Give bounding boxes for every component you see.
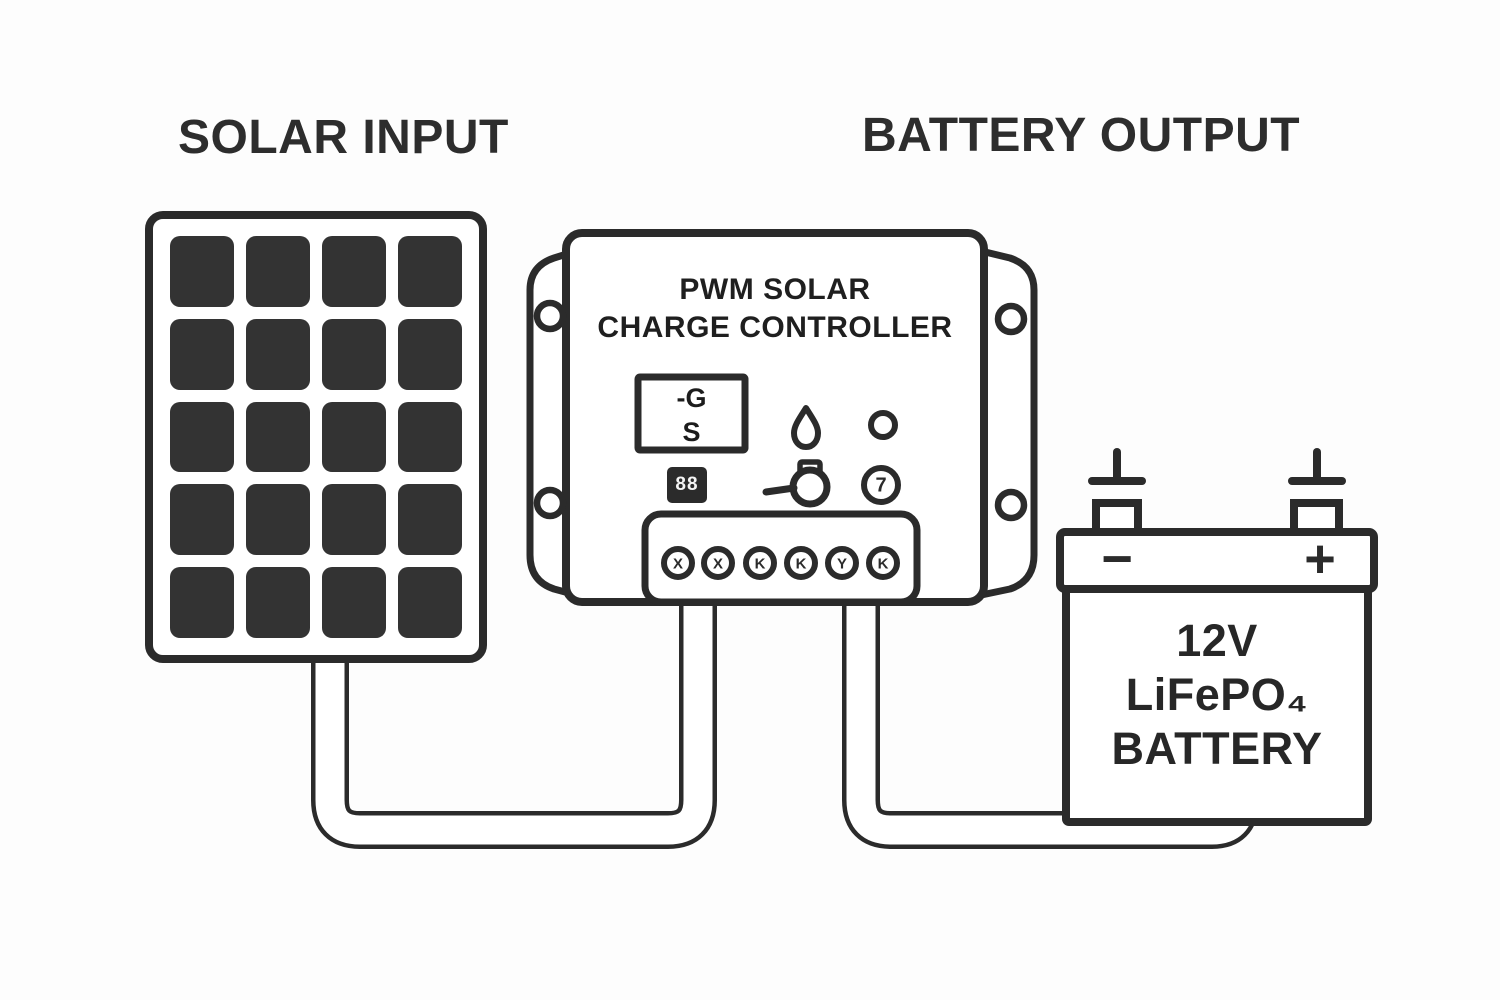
battery-plus-label: + bbox=[1304, 529, 1336, 589]
solar-cell bbox=[322, 401, 386, 473]
battery-terminal-mark-right bbox=[1288, 448, 1346, 485]
knob-pointer bbox=[762, 484, 798, 496]
mini-display-text: 88 bbox=[675, 474, 699, 495]
controller-title-line2: CHARGE CONTROLLER bbox=[597, 311, 953, 344]
solar-cell bbox=[322, 567, 386, 638]
solar-cell bbox=[246, 567, 310, 638]
battery-minus-label: − bbox=[1101, 529, 1133, 589]
solar-cell bbox=[246, 401, 310, 473]
battery-word: BATTERY bbox=[1111, 723, 1323, 774]
screw-hole-icon bbox=[994, 488, 1028, 522]
solar-cell bbox=[398, 401, 462, 473]
solar-cell bbox=[246, 484, 310, 556]
battery-label: 12V LiFePO₄ BATTERY bbox=[1066, 614, 1368, 776]
lcd-line2: S bbox=[682, 417, 701, 447]
solar-cell bbox=[398, 236, 462, 307]
terminal-screw-glyph: K bbox=[795, 555, 807, 573]
solar-cell bbox=[322, 236, 386, 307]
screw-hole-icon bbox=[533, 486, 567, 520]
solar-to-controller-wire bbox=[311, 597, 717, 849]
terminal-block bbox=[641, 510, 921, 606]
solar-cell bbox=[398, 318, 462, 390]
controller-title: PWM SOLAR CHARGE CONTROLLER bbox=[566, 271, 984, 347]
charge-controller bbox=[526, 229, 1038, 606]
solar-cell bbox=[170, 484, 234, 556]
terminal-screw-glyph: Y bbox=[836, 555, 848, 573]
lcd-display bbox=[634, 373, 749, 454]
battery-cap bbox=[1056, 528, 1378, 593]
solar-cell bbox=[170, 236, 234, 307]
screw-hole-icon bbox=[533, 299, 567, 333]
controller-title-line1: PWM SOLAR bbox=[679, 273, 871, 306]
terminal-screw-glyph: X bbox=[712, 555, 724, 573]
screw-hole-icon bbox=[994, 302, 1028, 336]
solar-input-heading: SOLAR INPUT bbox=[178, 111, 509, 164]
terminal-screw-glyph: X bbox=[672, 555, 684, 573]
terminal-screw-glyph: K bbox=[877, 555, 889, 573]
solar-cell bbox=[322, 484, 386, 556]
solar-cell-grid bbox=[170, 236, 462, 638]
battery-output-heading: BATTERY OUTPUT bbox=[862, 109, 1301, 162]
droplet-icon bbox=[791, 405, 821, 450]
battery-chemistry: LiFePO₄ bbox=[1125, 669, 1309, 720]
solar-cell bbox=[322, 318, 386, 390]
knob-icon bbox=[789, 466, 831, 508]
solar-cell bbox=[398, 484, 462, 556]
solar-cell bbox=[246, 318, 310, 390]
battery-terminal-mark-left bbox=[1088, 448, 1146, 485]
terminal-screw-glyph: K bbox=[754, 555, 766, 573]
terminal-screw-icon bbox=[661, 546, 900, 580]
battery-voltage: 12V bbox=[1176, 615, 1258, 666]
solar-cell bbox=[398, 567, 462, 638]
solar-cell bbox=[170, 401, 234, 473]
solar-cell bbox=[170, 318, 234, 390]
button-7-label: 7 bbox=[875, 474, 887, 497]
lcd-line1: -G bbox=[676, 383, 707, 413]
solar-cell bbox=[246, 236, 310, 307]
battery bbox=[1056, 448, 1378, 826]
mini-segment-display bbox=[667, 467, 707, 503]
solar-cell bbox=[170, 567, 234, 638]
button-7-icon bbox=[861, 465, 901, 505]
lcd-display-text: -G S bbox=[638, 381, 745, 451]
led-icon bbox=[868, 410, 898, 440]
